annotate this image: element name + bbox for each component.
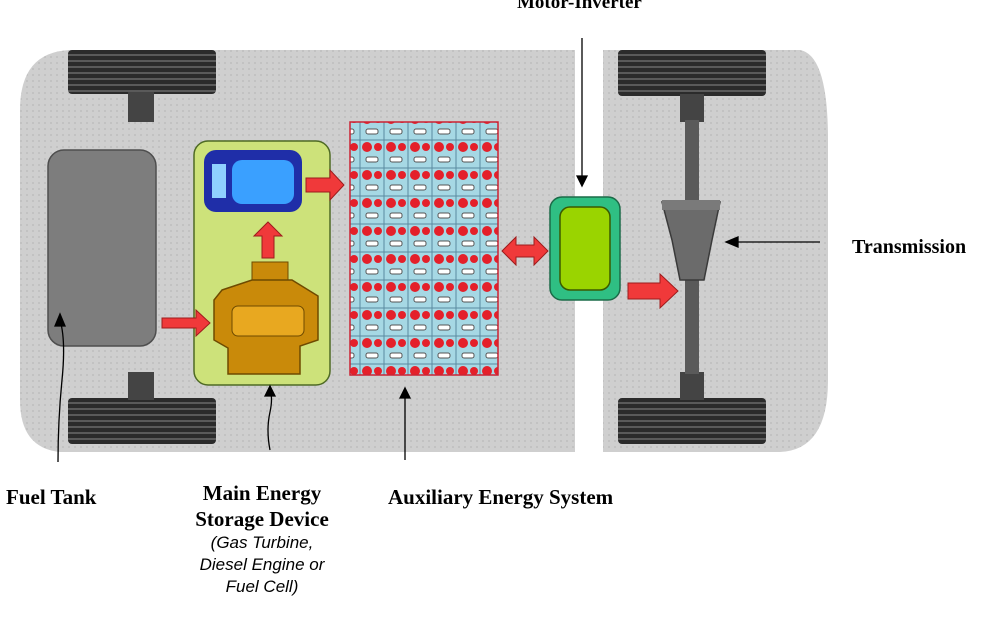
label-main-energy-line1: Main Energy: [202, 481, 322, 505]
transmission-unit: [661, 200, 721, 281]
leader-fuel-tank-head: [54, 312, 66, 327]
flow-arrow-fuel-to-engine: [161, 308, 211, 338]
label-main-energy-line2: Storage Device: [195, 507, 329, 531]
label-fuel-tank: Fuel Tank: [6, 485, 97, 509]
label-main-energy-group: Main Energy Storage Device (Gas Turbine,…: [172, 480, 352, 598]
leader-main-energy-head: [263, 384, 277, 397]
front-right-wheel: [618, 50, 766, 122]
label-main-energy-sub3: Fuel Cell): [225, 577, 299, 596]
label-auxiliary-energy-system: Auxiliary Energy System: [388, 485, 614, 509]
label-main-energy-sub1: (Gas Turbine,: [210, 533, 314, 552]
leader-fuel-tank: [57, 319, 65, 463]
motor-inverter-block: [549, 196, 621, 301]
generator-block: [204, 150, 302, 212]
flow-arrow-inverter-to-transmission: [627, 272, 679, 310]
leader-transmission-head: [724, 236, 739, 248]
flow-arrow-engine-to-generator: [252, 221, 284, 259]
flow-arrow-battery-inverter: [501, 235, 549, 267]
engine-block: [213, 261, 319, 375]
auxiliary-battery-pack: [349, 121, 499, 376]
fuel-tank-shape: [47, 149, 157, 347]
leader-motor-inverter-head: [575, 175, 589, 188]
rear-right-wheel: [618, 372, 766, 444]
leader-auxiliary-head: [398, 386, 412, 399]
leader-lines: [54, 38, 820, 463]
flow-arrow-generator-to-battery: [305, 168, 345, 202]
label-main-energy-sub2: Diesel Engine or: [199, 555, 325, 574]
rear-left-wheel: [68, 372, 216, 444]
label-motor-inverter: Motor-Inverter: [517, 0, 642, 13]
label-transmission: Transmission: [852, 236, 967, 258]
front-left-wheel: [68, 50, 216, 122]
